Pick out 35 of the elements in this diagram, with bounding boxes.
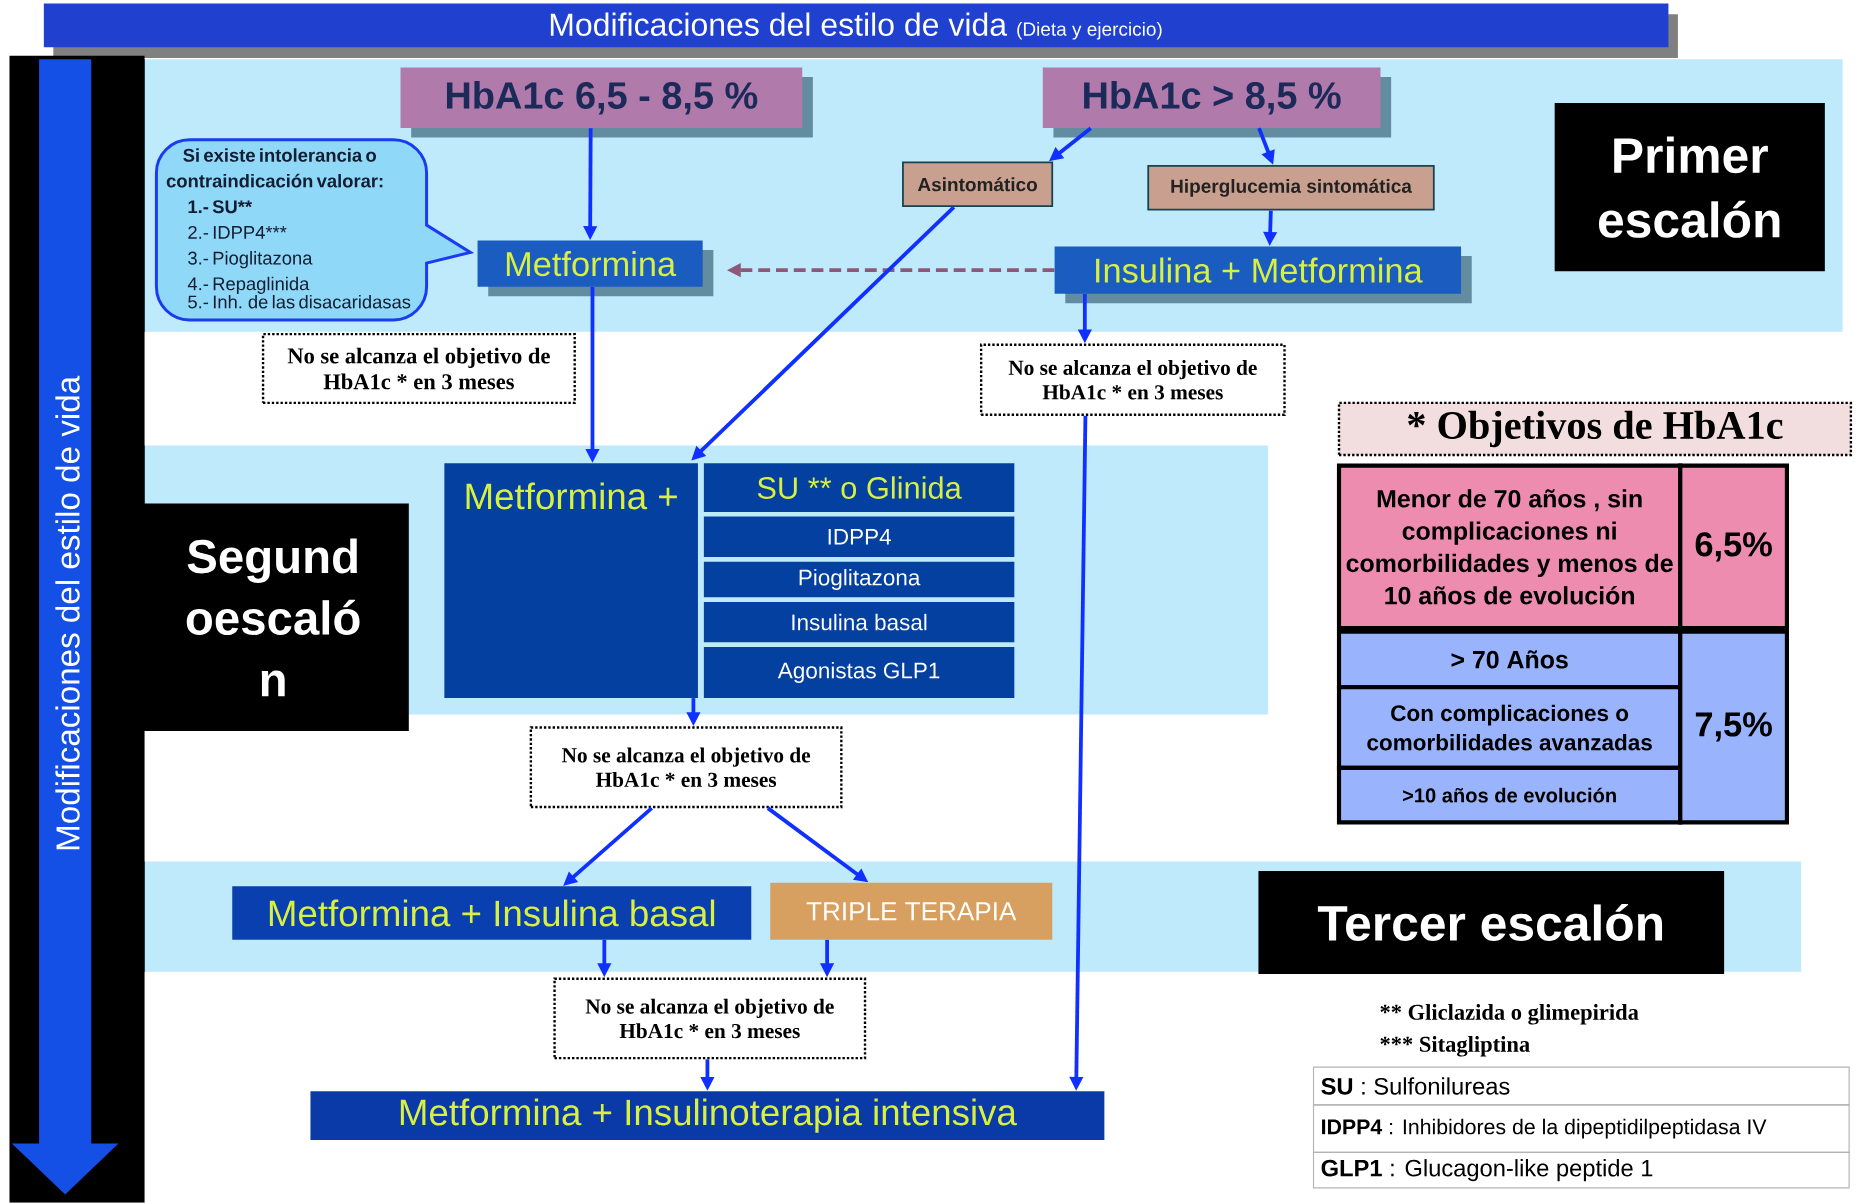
table-cell: 6,5%: [1678, 463, 1789, 631]
condition-box: Hiperglucemia sintomática: [1147, 165, 1435, 211]
step-label: Segund oescaló n: [137, 503, 409, 732]
table-heading: * Objetivos de HbA1c: [1337, 401, 1853, 457]
table-cell: SU : Sulfonilureas: [1312, 1066, 1850, 1106]
note-box: No se alcanza el objetivo de HbA1c * en 3 meses: [529, 726, 843, 809]
treatment-box: Metformina + Insulinoterapia intensiva: [310, 1091, 1105, 1141]
note-box: No se alcanza el objetivo de HbA1c * en 3 meses: [553, 977, 867, 1060]
table-cell: IDPP4 : Inhibidores de la dipeptidilpeptidasa IV: [1312, 1104, 1850, 1154]
condition-box: Asintomático: [902, 161, 1054, 208]
treatment-box: Metformina + Insulina basal: [232, 886, 752, 940]
drug-box: Agonistas GLP1: [703, 647, 1015, 699]
treatment-box: Insulina + Metformina: [1054, 246, 1472, 304]
table-cell: >10 años de evolución: [1336, 765, 1683, 825]
step-label: Primer escalón: [1554, 103, 1825, 272]
level-box: HbA1c > 8,5 %: [1042, 67, 1392, 138]
title-band: Modificaciones del estilo de vida (Dieta y ejercicio): [43, 3, 1678, 59]
step-label: Tercer escalón: [1258, 871, 1725, 975]
treatment-box: Metformina: [477, 240, 714, 297]
level-box: HbA1c 6,5 - 8,5 %: [400, 67, 813, 138]
drug-box: Pioglitazona: [703, 561, 1015, 598]
drug-box: Insulina basal: [703, 602, 1015, 643]
table-cell: Con complicaciones o comorbilidades avanzadas: [1336, 685, 1683, 771]
table-cell: > 70 Años: [1336, 629, 1683, 690]
footnote: *** Sitagliptina: [1380, 1036, 1530, 1057]
footnote: ** Gliclazida o glimepirida: [1380, 1004, 1639, 1025]
table-cell: 7,5%: [1678, 629, 1789, 825]
drug-box: Metformina +: [444, 463, 698, 699]
speech-bubble: Si existe intolerancia o contraindicación valorar: 1.- SU** 2.- IDPP4*** 3.- Pioglitazona 4.- Repaglinida 5.- Inh. de las disacaridasas: [154, 138, 472, 322]
drug-box: IDPP4: [703, 516, 1015, 558]
note-box: No se alcanza el objetivo de HbA1c * en 3 meses: [261, 333, 576, 405]
table-cell: GLP1 : Glucagon-like peptide 1: [1312, 1151, 1850, 1189]
treatment-box: TRIPLE TERAPIA: [770, 882, 1053, 940]
drug-box: SU ** o Glinida: [703, 463, 1015, 512]
note-box: No se alcanza el objetivo de HbA1c * en 3 meses: [979, 343, 1286, 417]
